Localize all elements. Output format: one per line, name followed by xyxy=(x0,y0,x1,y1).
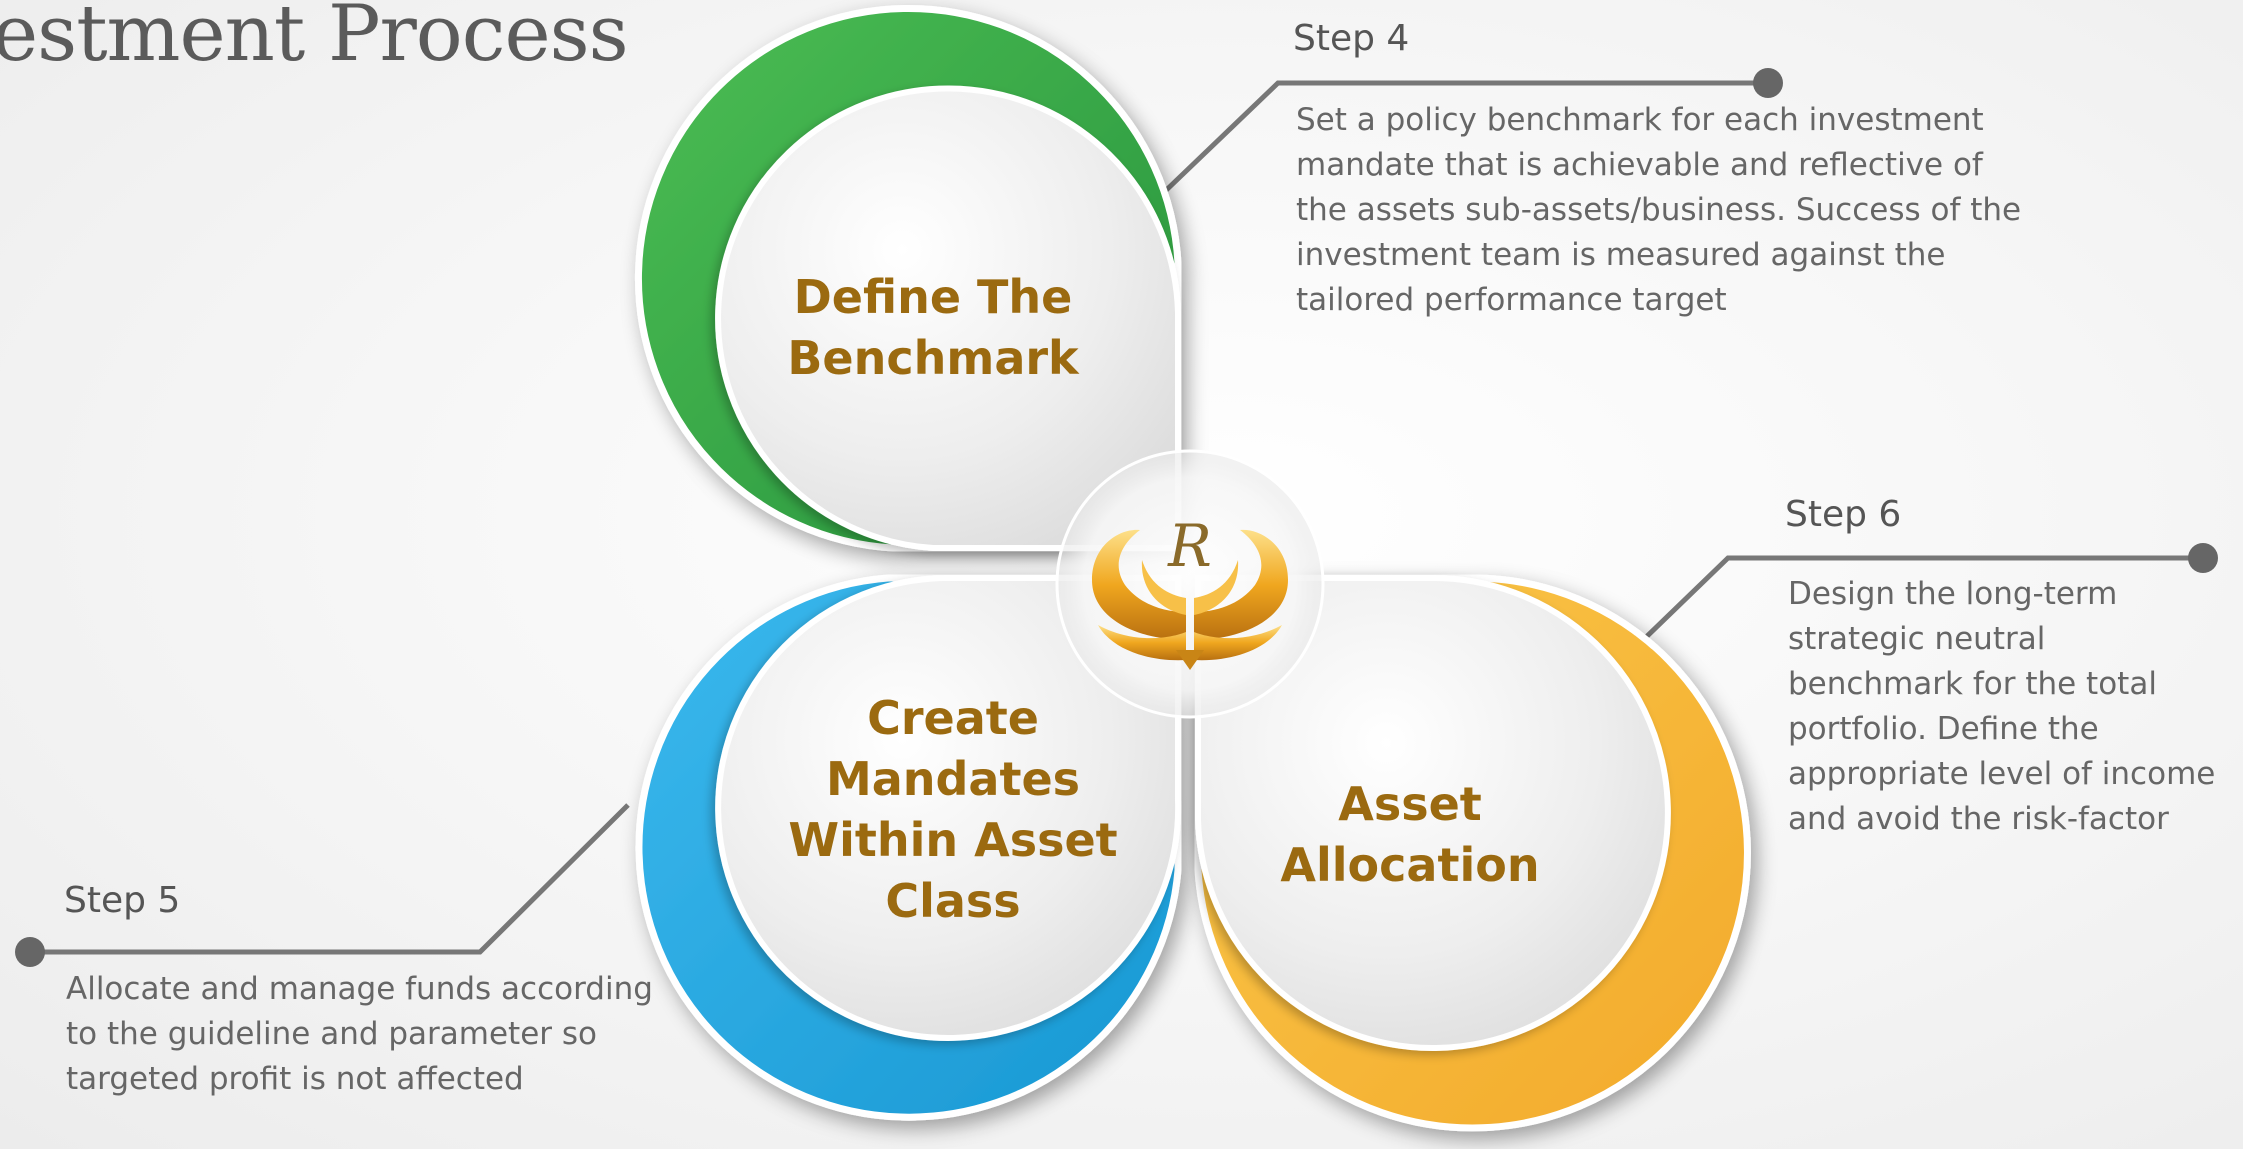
step4-connector xyxy=(1156,80,1768,200)
allocation-white-petal xyxy=(1195,574,1671,1051)
logo-letter: R xyxy=(1167,512,1212,580)
step5-connector xyxy=(30,803,630,955)
step5-title: Step 5 xyxy=(64,880,181,921)
benchmark-white-petal xyxy=(715,85,1181,551)
mandates-white-petal xyxy=(715,575,1182,1041)
step4-connector-dot xyxy=(1753,68,1783,98)
step5-connector-dot xyxy=(15,937,45,967)
center-hub xyxy=(1055,449,1325,719)
step4-description: Set a policy benchmark for each investme… xyxy=(1296,102,2022,318)
allocation-label: Asset Allocation xyxy=(1280,776,1540,892)
step5-description: Allocate and manage funds according to t… xyxy=(66,971,653,1097)
step6-connector xyxy=(1638,555,2203,645)
page-title: estment Process xyxy=(0,0,629,79)
step6-description: Design the long-term strategic neutral b… xyxy=(1788,576,2216,837)
logo-emblem-icon xyxy=(1092,529,1288,670)
step6-title: Step 6 xyxy=(1785,494,1902,535)
benchmark-label: Define The Benchmark xyxy=(787,269,1079,385)
mandates-label: Create Mandates Within Asset Class xyxy=(788,690,1118,929)
step4-title: Step 4 xyxy=(1293,18,1410,59)
step6-connector-dot xyxy=(2188,543,2218,573)
